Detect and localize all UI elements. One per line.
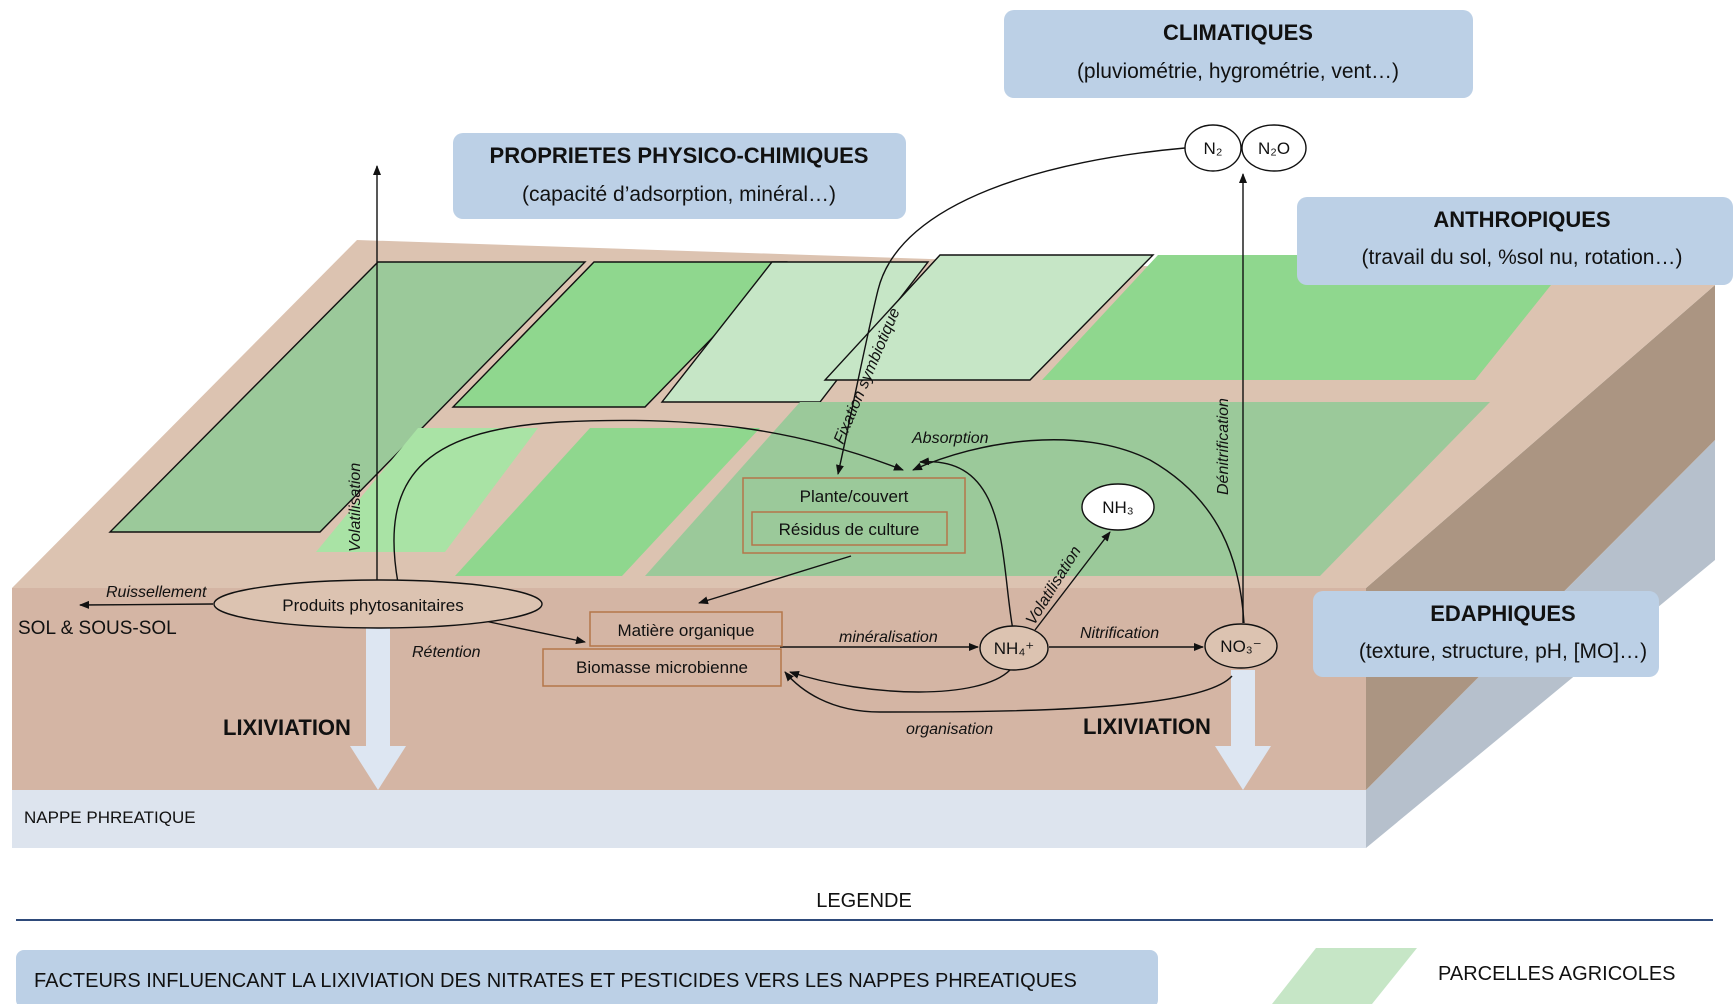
- label-nitrification: Nitrification: [1080, 625, 1159, 642]
- parcel: [660, 261, 930, 403]
- uptake-phyto-arrow: [393, 419, 904, 584]
- volatilisation-nh3-arrow: [1034, 531, 1111, 631]
- factor-box-climatiques: CLIMATIQUES (pluviométrie, hygrométrie, …: [1004, 10, 1473, 98]
- label-sol-sous-sol: SOL & SOUS-SOL: [18, 618, 177, 639]
- lixiviation-arrow-left: [350, 628, 406, 790]
- label-mineralisation: minéralisation: [839, 629, 938, 646]
- legend-parcels-swatch: [1272, 948, 1417, 1004]
- svg-text:Biomasse microbienne: Biomasse microbienne: [576, 658, 748, 677]
- factor-subtitle: (texture, structure, pH, [MO]…): [1359, 640, 1647, 663]
- factor-box-proprietes: PROPRIETES PHYSICO-CHIMIQUES (capacité d…: [453, 133, 906, 219]
- retention-arrow: [479, 619, 586, 645]
- svg-text:NH₄⁺: NH₄⁺: [994, 639, 1034, 658]
- parcel: [316, 428, 538, 552]
- factor-box-anthropiques: ANTHROPIQUES (travail du sol, %sol nu, r…: [1297, 197, 1733, 285]
- lixiviation-arrow-right: [1215, 670, 1271, 790]
- node-produits-phytosanitaires: Produits phytosanitaires: [213, 579, 543, 629]
- legend-parcels-label: PARCELLES AGRICOLES: [1438, 963, 1676, 985]
- absorption-no3-arrow: [912, 439, 1245, 624]
- node-nh4: NH₄⁺: [979, 625, 1049, 671]
- label-volatilisation-left: Volatilisation: [347, 463, 364, 552]
- label-denitrification: Dénitrification: [1215, 398, 1232, 495]
- label-lixiviation-left: LIXIVIATION: [223, 715, 351, 740]
- label-ruissellement: Ruissellement: [106, 584, 207, 601]
- factor-subtitle: (capacité d’adsorption, minéral…): [522, 183, 836, 206]
- label-lixiviation-right: LIXIVIATION: [1083, 714, 1211, 739]
- label-absorption: Absorption: [911, 430, 989, 447]
- ruissellement-arrow: [79, 600, 214, 609]
- factor-title: CLIMATIQUES: [1163, 20, 1313, 45]
- parcel: [823, 254, 1155, 381]
- factor-title: ANTHROPIQUES: [1433, 207, 1610, 232]
- factor-title: EDAPHIQUES: [1430, 601, 1575, 626]
- svg-text:N₂: N₂: [1204, 139, 1223, 158]
- factor-box-edaphiques: EDAPHIQUES (texture, structure, pH, [MO]…: [1313, 591, 1659, 677]
- node-no3: NO₃⁻: [1204, 623, 1278, 669]
- svg-text:NO₃⁻: NO₃⁻: [1220, 637, 1261, 656]
- legend-factors-swatch: [16, 950, 1158, 1004]
- legend-title: LEGENDE: [816, 890, 912, 912]
- parcel: [645, 402, 1490, 576]
- node-n2o: N₂O: [1241, 124, 1307, 172]
- parcel: [108, 261, 587, 533]
- svg-text:Matière organique: Matière organique: [617, 621, 754, 640]
- label-nappe-phreatique: NAPPE PHREATIQUE: [24, 808, 196, 827]
- node-plante-residus: Plante/couvert Résidus de culture: [742, 477, 966, 554]
- process-arrows: [79, 147, 1247, 713]
- fixation-arrow: [836, 147, 1186, 475]
- factor-title: PROPRIETES PHYSICO-CHIMIQUES: [490, 143, 869, 168]
- svg-text:Plante/couvert: Plante/couvert: [800, 487, 909, 506]
- node-nh3: NH₃: [1081, 483, 1155, 531]
- agricultural-parcels: [108, 254, 1575, 576]
- parcel: [455, 428, 760, 576]
- parcel: [1042, 255, 1575, 380]
- svg-text:Produits phytosanitaires: Produits phytosanitaires: [282, 596, 463, 615]
- node-matiere-biomasse: Matière organique Biomasse microbienne: [542, 611, 783, 687]
- svg-text:Résidus de culture: Résidus de culture: [779, 520, 920, 539]
- water-table: [12, 790, 1366, 848]
- legend-factors-label: FACTEURS INFLUENCANT LA LIXIVIATION DES …: [34, 970, 1077, 992]
- soil-front-face: [12, 588, 1366, 790]
- factor-subtitle: (travail du sol, %sol nu, rotation…): [1362, 246, 1683, 269]
- node-n2: N₂: [1184, 124, 1242, 172]
- label-retention: Rétention: [412, 644, 481, 661]
- factor-subtitle: (pluviométrie, hygrométrie, vent…): [1077, 60, 1399, 83]
- svg-text:NH₃: NH₃: [1102, 498, 1133, 517]
- legend: LEGENDE FACTEURS INFLUENCANT LA LIXIVIAT…: [16, 890, 1713, 1004]
- residues-to-matiere-arrow: [698, 555, 852, 605]
- svg-text:N₂O: N₂O: [1258, 139, 1290, 158]
- organisation-arrow: [784, 671, 1233, 713]
- nh4-to-biomasse-arrow: [789, 669, 1011, 693]
- absorption-nh4-arrow: [919, 457, 1014, 631]
- label-organisation: organisation: [906, 721, 993, 738]
